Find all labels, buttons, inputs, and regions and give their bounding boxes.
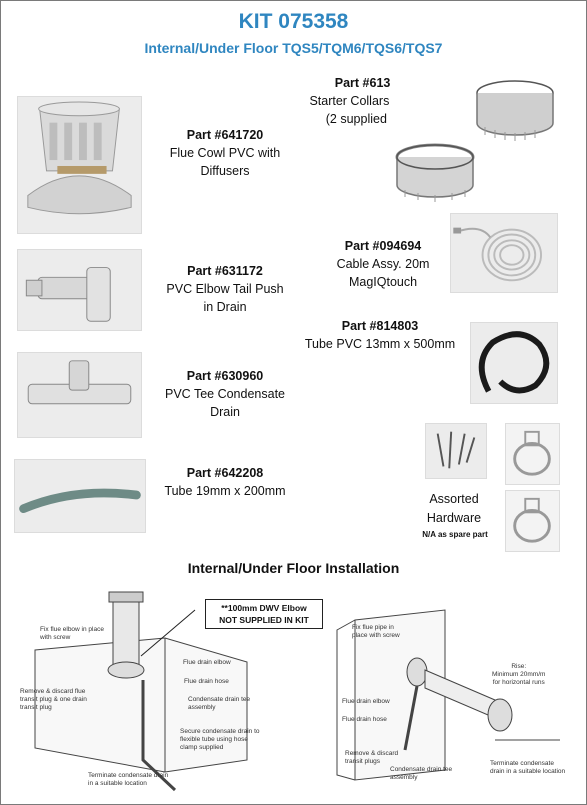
installation-title: Internal/Under Floor Installation <box>187 560 400 576</box>
hose-clamp-image <box>505 423 560 485</box>
part-description: Flue Cowl PVC with <box>169 146 281 160</box>
kit-subtitle: Internal/Under Floor TQS5/TQM6/TQS6/TQS7 <box>144 40 443 56</box>
part-description: Tube PVC 13mm x 500mm <box>304 337 456 351</box>
part-description: Diffusers <box>200 164 250 178</box>
pvc-tee-image <box>17 352 142 438</box>
diagram-label: Flue drain elbow <box>342 698 390 705</box>
hardware-line: Hardware <box>426 511 482 525</box>
part-814803-text: Part #814803 Tube PVC 13mm x 500mm <box>290 317 470 353</box>
part-description: Tube 19mm x 200mm <box>164 484 286 498</box>
screws-image <box>425 423 487 479</box>
part-number: Part #631172 <box>187 264 263 278</box>
pvc-tube-image <box>470 322 558 404</box>
part-094694-text: Part #094694 Cable Assy. 20m MagIQtouch <box>318 237 448 291</box>
part-number: Part #642208 <box>186 466 264 480</box>
diagram-label: Flue drain hose <box>342 716 387 723</box>
hose-clamp-image <box>505 490 560 552</box>
part-number: Part #630960 <box>186 369 264 383</box>
left-installation-diagram <box>34 591 248 792</box>
hardware-label: Assorted Hardware <box>410 490 498 528</box>
pvc-elbow-image <box>17 249 142 331</box>
part-630960-text: Part #630960 PVC Tee Condensate Drain <box>150 367 300 421</box>
note-line: **100mm DWV Elbow <box>221 603 307 613</box>
right-installation-diagram <box>336 609 560 781</box>
diagram-label: Flue drain hose <box>184 678 229 685</box>
starter-collars-image <box>390 75 560 205</box>
part-description: in Drain <box>203 300 247 314</box>
hardware-line: Assorted <box>429 492 479 506</box>
dwv-elbow-note: **100mm DWV Elbow NOT SUPPLIED IN KIT <box>205 599 323 629</box>
part-description: PVC Elbow Tail Push <box>166 282 284 296</box>
tube-19mm-image <box>14 459 146 533</box>
hardware-note: N/A as spare part <box>422 530 488 539</box>
part-description: Drain <box>210 405 240 419</box>
part-642208-text: Part #642208 Tube 19mm x 200mm <box>150 464 300 500</box>
note-line: NOT SUPPLIED IN KIT <box>219 615 309 625</box>
kit-title: KIT 075358 <box>238 10 349 33</box>
part-number: Part #814803 <box>341 319 419 333</box>
part-description: PVC Tee Condensate <box>165 387 285 401</box>
part-641720-text: Part #641720 Flue Cowl PVC with Diffuser… <box>150 126 300 180</box>
part-description: Cable Assy. 20m <box>336 257 430 271</box>
diagram-label: Flue drain elbow <box>183 659 231 666</box>
part-description: MagIQtouch <box>348 275 418 289</box>
part-number: Part #094694 <box>344 239 422 253</box>
part-631172-text: Part #631172 PVC Elbow Tail Push in Drai… <box>150 262 300 316</box>
cable-assembly-image <box>450 213 558 293</box>
flue-cowl-image <box>17 96 142 234</box>
part-number: Part #641720 <box>186 128 264 142</box>
